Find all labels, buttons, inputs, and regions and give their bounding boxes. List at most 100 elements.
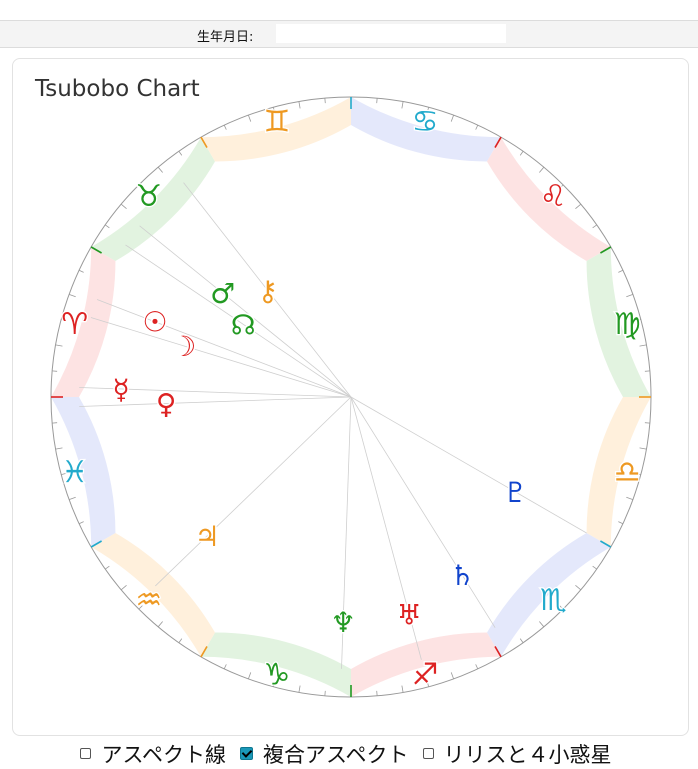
sign-gemini-icon: ♊ [264, 105, 291, 140]
option-aspect-lines[interactable]: アスペクト線 [80, 739, 226, 769]
degree-tick [138, 184, 143, 189]
degree-tick [200, 136, 208, 148]
degree-tick [105, 224, 110, 229]
degree-tick [68, 496, 76, 500]
degree-tick [575, 203, 582, 209]
checkbox-lilith-asteroids[interactable] [422, 748, 434, 759]
sign-band-aries [51, 247, 116, 397]
body-line [350, 396, 496, 628]
degree-tick [539, 621, 545, 628]
sign-scorpio-icon: ♏ [540, 583, 567, 618]
sign-aquarius-icon: ♒ [135, 583, 162, 618]
degree-tick [635, 318, 641, 322]
degree-tick [68, 294, 76, 298]
degree-tick [401, 685, 404, 693]
option-label: アスペクト線 [101, 742, 226, 767]
option-composite-aspect[interactable]: 複合アスペクト [240, 739, 409, 769]
degree-tick [426, 107, 430, 113]
degree-tick [105, 565, 110, 570]
degree-tick [618, 521, 624, 525]
degree-tick [200, 646, 208, 658]
venus-icon: ♀ [156, 387, 177, 420]
degree-tick [223, 124, 227, 130]
degree-tick [157, 621, 163, 628]
checkbox-composite-aspect[interactable] [240, 747, 253, 760]
degree-tick [78, 269, 84, 273]
sign-band-capricorn [201, 632, 351, 697]
degree-tick [475, 664, 479, 670]
degree-tick [475, 124, 479, 130]
degree-tick [298, 101, 301, 109]
body-line [125, 244, 352, 398]
degree-tick [494, 646, 502, 658]
sign-band-gemini [201, 97, 351, 162]
body-line [79, 396, 352, 407]
degree-tick [559, 605, 564, 610]
degree-tick [539, 166, 545, 173]
saturn-icon: ♄ [450, 559, 475, 592]
mars-icon: ♂ [210, 277, 235, 310]
chart-title: Tsubobo Chart [35, 76, 200, 102]
degree-tick [157, 166, 163, 173]
degree-tick [600, 246, 612, 254]
degree-tick [600, 540, 612, 548]
degree-tick [178, 638, 183, 643]
sign-band-leo [487, 137, 611, 261]
degree-tick [559, 184, 564, 189]
body-line [350, 396, 587, 534]
degree-tick [90, 246, 102, 254]
degree-tick [78, 521, 84, 525]
sun-icon: ☉ [142, 306, 167, 339]
sign-taurus-icon: ♉ [135, 179, 162, 214]
degree-tick [450, 114, 454, 122]
sign-virgo-icon: ♍ [614, 307, 641, 342]
degree-tick [90, 540, 102, 548]
degree-tick [635, 472, 641, 476]
jupiter-icon: ♃ [195, 520, 220, 553]
degree-tick [61, 472, 67, 476]
sign-capricorn-icon: ♑ [264, 657, 291, 692]
dob-input[interactable] [276, 24, 506, 43]
body-line [183, 182, 352, 398]
sign-band-cancer [351, 97, 501, 162]
degree-tick [618, 269, 624, 273]
checkbox-aspect-lines[interactable] [80, 748, 92, 759]
options-bar: アスペクト線 複合アスペクト リリスと４小惑星 [0, 738, 698, 769]
uranus-icon: ♅ [397, 598, 422, 631]
degree-tick [178, 151, 183, 156]
neptune-icon: ♆ [331, 606, 356, 639]
node-icon: ☊ [231, 308, 256, 341]
sign-leo-icon: ♌ [540, 179, 567, 214]
mercury-icon: ☿ [113, 373, 130, 406]
option-label: 複合アスペクト [263, 742, 409, 767]
sign-pisces-icon: ♓ [61, 455, 88, 490]
degree-tick [298, 685, 301, 693]
degree-tick [120, 585, 127, 591]
sign-cancer-icon: ♋ [412, 105, 439, 140]
degree-tick [138, 605, 143, 610]
body-line [341, 396, 352, 669]
sign-band-sagittarius [351, 632, 501, 697]
option-lilith-asteroids[interactable]: リリスと４小惑星 [422, 739, 612, 769]
pluto-icon: ♇ [503, 476, 528, 509]
sign-libra-icon: ♎ [614, 455, 641, 490]
sign-band-scorpio [487, 533, 611, 657]
body-line [350, 396, 422, 660]
degree-tick [592, 565, 597, 570]
body-line [79, 387, 352, 398]
degree-tick [639, 344, 647, 347]
moon-icon: ☽ [171, 330, 196, 363]
degree-tick [519, 151, 524, 156]
degree-tick [592, 224, 597, 229]
chiron-icon: ⚷ [258, 275, 279, 308]
degree-tick [626, 496, 634, 500]
degree-tick [639, 447, 647, 450]
sign-band-libra [586, 397, 651, 547]
sign-band-aquarius [91, 533, 215, 657]
degree-tick [272, 681, 276, 687]
body-line [96, 299, 352, 398]
degree-tick [519, 638, 524, 643]
body-line [139, 225, 352, 398]
degree-tick [55, 447, 63, 450]
degree-tick [55, 344, 63, 347]
